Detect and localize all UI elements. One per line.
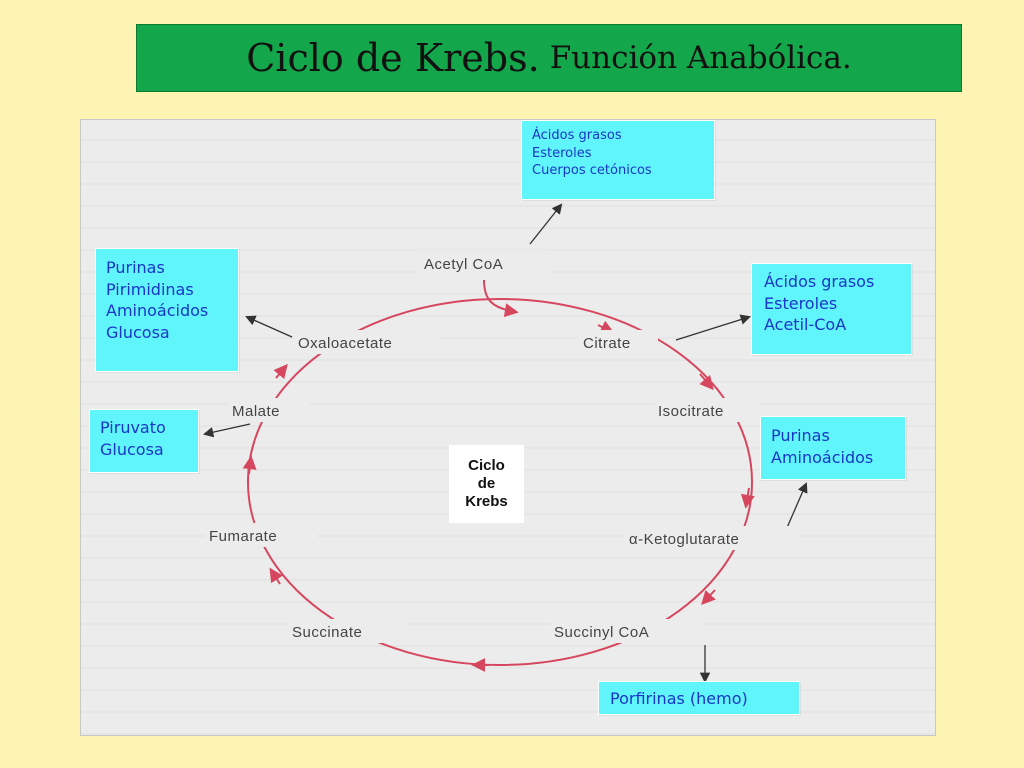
product-item: Aminoácidos xyxy=(771,447,874,467)
arrow-citrate-to-products xyxy=(675,314,751,341)
arrow-ketoglutarate-to-products xyxy=(785,482,808,531)
center-label-line1: Ciclo xyxy=(468,457,505,474)
products-citrate-box: Ácidos grasos Esteroles Acetil-CoA xyxy=(751,263,912,355)
product-item: Ácidos grasos xyxy=(532,128,622,143)
product-item: Piruvato xyxy=(100,418,166,437)
title-bar: Ciclo de Krebs. Función Anabólica. xyxy=(136,24,962,92)
product-item: Purinas xyxy=(771,426,830,445)
metabolite-alpha-ketoglutarate: α-Ketoglutarate xyxy=(629,531,739,548)
metabolite-oxaloacetate: Oxaloacetate xyxy=(298,335,392,352)
arrow-oxaloacetate-to-products xyxy=(245,315,293,338)
metabolite-succinyl-coa: Succinyl CoA xyxy=(554,624,649,641)
metabolite-malate: Malate xyxy=(232,403,280,420)
products-succinyl-coa-box: Porfirinas (hemo) xyxy=(598,681,800,715)
center-label: Ciclo de Krebs xyxy=(449,445,524,523)
arrow-malate-to-products xyxy=(202,423,251,438)
cycle-arrow-oxaloacetate xyxy=(273,363,288,380)
metabolite-succinate: Succinate xyxy=(292,624,362,641)
arrow-acetylcoa-to-products xyxy=(529,203,563,245)
product-item: Glucosa xyxy=(106,322,170,342)
product-item: Acetil-CoA xyxy=(764,315,847,335)
title-main: Ciclo de Krebs. xyxy=(246,36,540,80)
cycle-ring xyxy=(247,298,753,666)
product-item: Pirimidinas xyxy=(106,279,194,299)
products-malate-box: Piruvato Glucosa xyxy=(89,409,199,473)
product-item: Aminoácidos xyxy=(106,301,209,321)
product-item: Porfirinas (hemo) xyxy=(610,689,748,708)
center-label-line2: de xyxy=(477,475,496,492)
product-item: Ácidos grasos xyxy=(764,272,875,291)
product-item: Esteroles xyxy=(532,145,592,161)
metabolite-citrate: Citrate xyxy=(583,335,631,352)
product-item: Esteroles xyxy=(764,293,838,313)
metabolite-fumarate: Fumarate xyxy=(209,528,277,545)
cycle-arrow-isocitrate xyxy=(699,373,714,391)
products-acetyl-coa-box: Ácidos grasos Esteroles Cuerpos cetónico… xyxy=(521,120,715,200)
cycle-arrow-malate xyxy=(242,455,257,475)
title-sub: Función Anabólica. xyxy=(549,40,852,76)
acetyl-coa-entry-arrow xyxy=(483,279,519,318)
products-oxaloacetate-box: Purinas Pirimidinas Aminoácidos Glucosa xyxy=(95,248,239,372)
products-ketoglutarate-box: Purinas Aminoácidos xyxy=(760,416,906,480)
metabolite-isocitrate: Isocitrate xyxy=(658,403,724,420)
center-label-line3: Krebs xyxy=(465,493,508,510)
cycle-arrow-succinyl xyxy=(701,589,716,606)
cycle-arrow-ketoglutarate xyxy=(740,487,755,509)
product-item: Glucosa xyxy=(100,439,164,459)
product-item: Purinas xyxy=(106,258,165,277)
metabolite-acetyl-coa: Acetyl CoA xyxy=(424,256,503,273)
cycle-arrow-fumarate xyxy=(269,567,283,585)
product-item: Cuerpos cetónicos xyxy=(532,163,652,179)
